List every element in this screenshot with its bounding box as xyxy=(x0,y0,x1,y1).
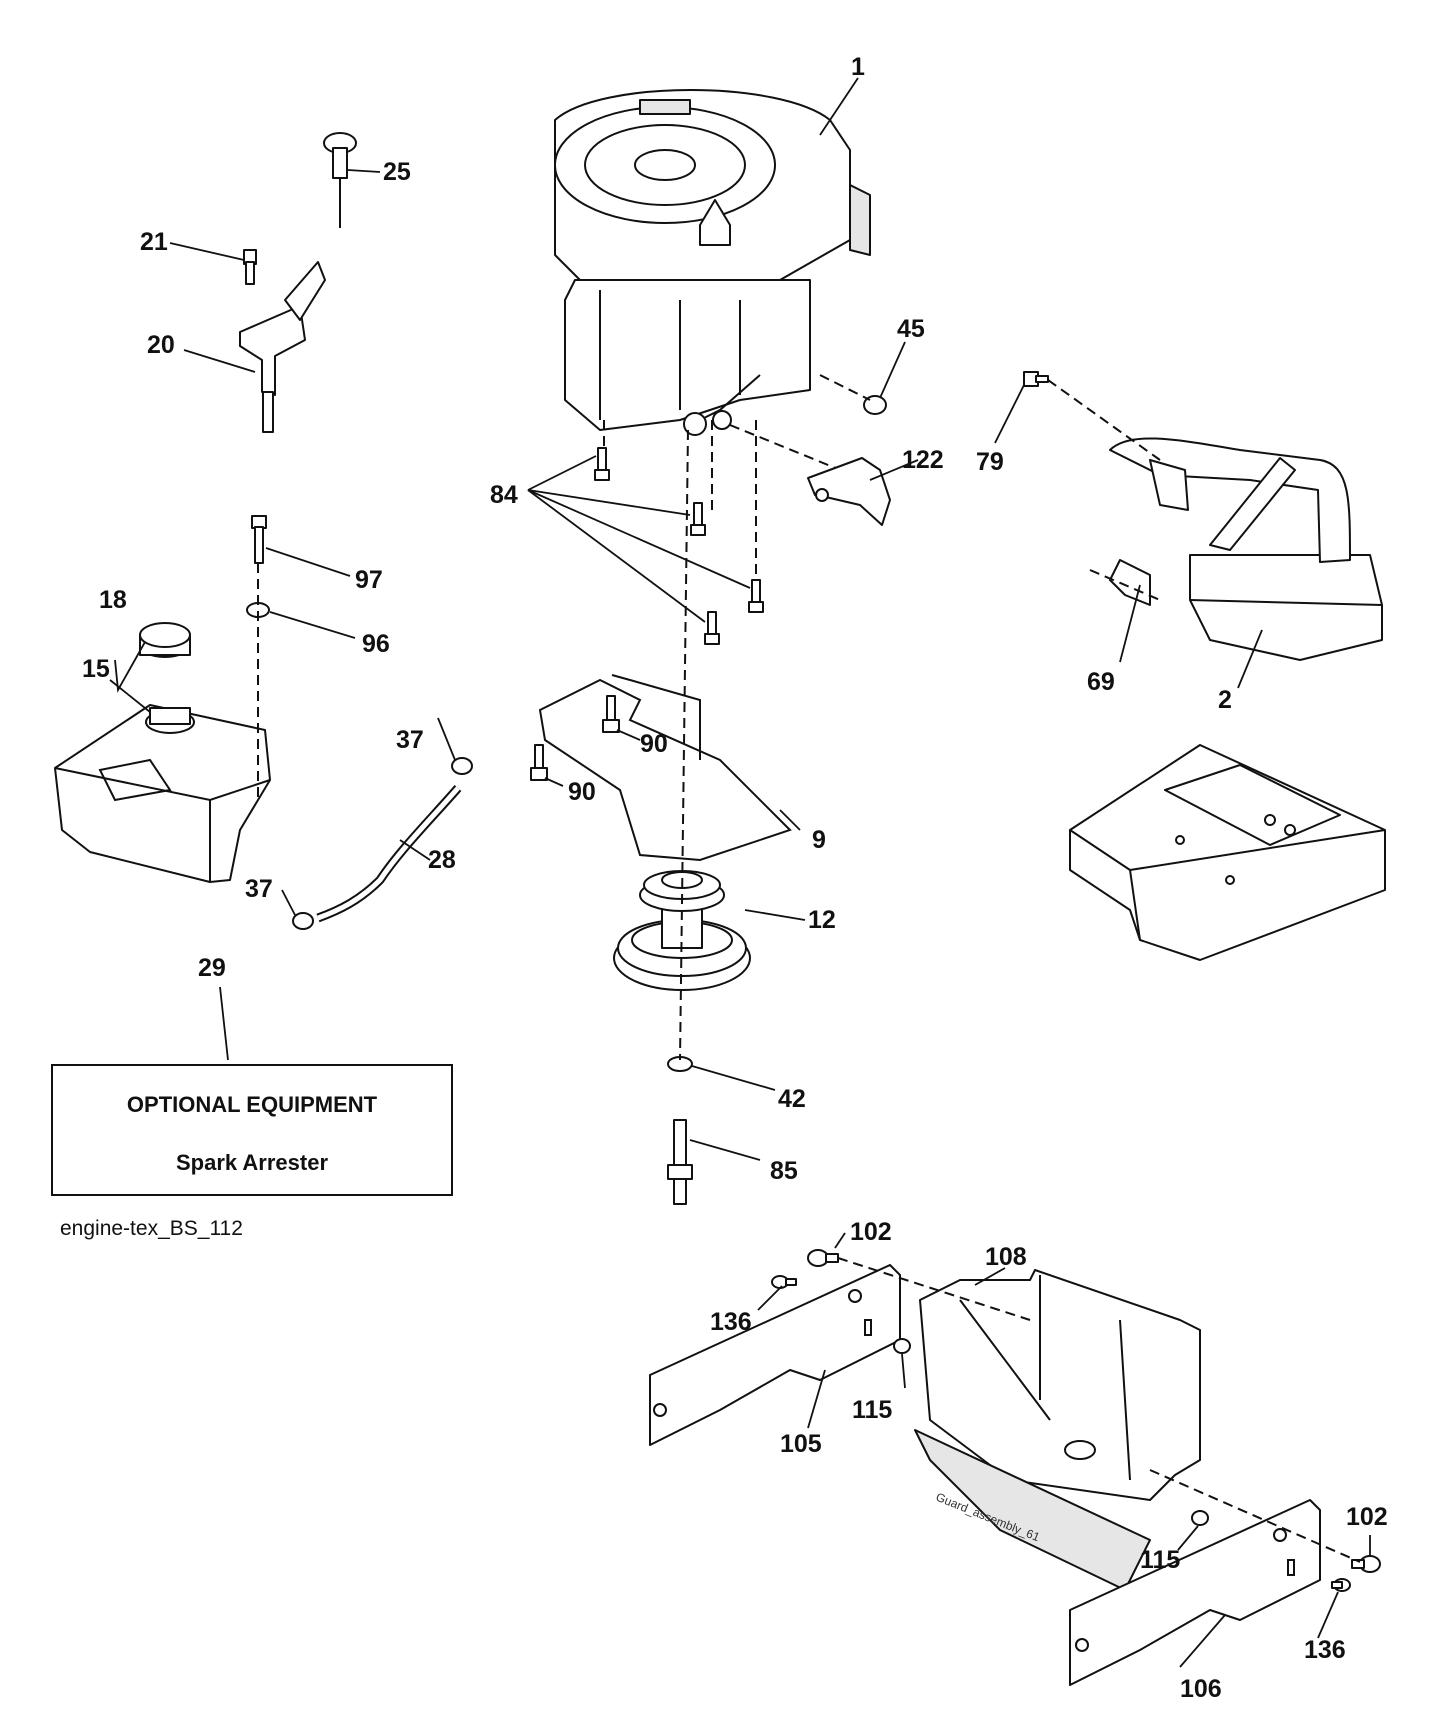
belt-guide-part xyxy=(538,678,792,862)
bolt-136b xyxy=(1331,1578,1351,1592)
callout-9: 9 xyxy=(812,826,826,854)
callout-96: 96 xyxy=(362,630,390,658)
callout-29: 29 xyxy=(198,954,226,982)
bolt-90a xyxy=(602,695,620,733)
callout-37a: 37 xyxy=(396,726,424,754)
callout-2: 2 xyxy=(1218,686,1232,714)
bolt-90b xyxy=(530,744,548,781)
callout-25: 25 xyxy=(383,158,411,186)
callout-115b: 115 xyxy=(1140,1546,1180,1574)
screw-97 xyxy=(251,515,267,564)
callout-136a: 136 xyxy=(710,1308,752,1336)
reference-code: engine-tex_BS_112 xyxy=(60,1217,243,1240)
callout-102a: 102 xyxy=(850,1218,892,1246)
clamp-37b xyxy=(292,912,314,930)
engine-part xyxy=(554,89,871,436)
callout-105: 105 xyxy=(780,1430,822,1458)
callout-79: 79 xyxy=(976,448,1004,476)
callout-18: 18 xyxy=(99,586,127,614)
callout-1: 1 xyxy=(851,53,865,81)
callout-69: 69 xyxy=(1087,668,1115,696)
callout-136b: 136 xyxy=(1304,1636,1346,1664)
callout-122: 122 xyxy=(902,446,944,474)
callout-90b: 90 xyxy=(568,778,596,806)
bolt-79 xyxy=(1023,371,1049,387)
callout-15: 15 xyxy=(82,655,110,683)
callout-97: 97 xyxy=(355,566,383,594)
callout-21: 21 xyxy=(140,228,168,256)
bolt-102b xyxy=(1351,1555,1381,1573)
callout-85: 85 xyxy=(770,1157,798,1185)
callout-102b: 102 xyxy=(1346,1503,1388,1531)
fuel-cap-18 xyxy=(139,622,191,658)
callout-108: 108 xyxy=(985,1243,1027,1271)
callout-37b: 37 xyxy=(245,875,273,903)
knob-25 xyxy=(323,132,357,228)
bolt-102a xyxy=(807,1249,839,1267)
callout-115a: 115 xyxy=(852,1396,892,1424)
frame-plate xyxy=(1069,744,1386,961)
fuel-tank-15 xyxy=(54,704,271,883)
callout-106: 106 xyxy=(1180,1675,1222,1703)
screw-21 xyxy=(243,249,257,285)
callout-20: 20 xyxy=(147,331,175,359)
washer-115a xyxy=(893,1338,911,1354)
bolt-136a xyxy=(771,1275,797,1289)
callout-45: 45 xyxy=(897,315,925,343)
control-bracket-20 xyxy=(239,261,326,433)
guard-108 xyxy=(914,1269,1201,1591)
callout-84: 84 xyxy=(490,481,518,509)
callout-28: 28 xyxy=(428,846,456,874)
callout-12: 12 xyxy=(808,906,836,934)
callout-90a: 90 xyxy=(640,730,668,758)
bolt-85 xyxy=(667,1119,693,1205)
washer-115b xyxy=(1191,1510,1209,1526)
guard-bracket-106 xyxy=(1069,1499,1321,1686)
muffler-2 xyxy=(1109,437,1383,661)
clamp-37a xyxy=(451,757,473,775)
guard-bracket-105 xyxy=(649,1264,901,1446)
optional-equipment-box: OPTIONAL EQUIPMENT Spark Arrester xyxy=(51,1064,453,1196)
optional-equipment-title: OPTIONAL EQUIPMENT xyxy=(127,1092,378,1117)
gasket-69 xyxy=(1109,559,1151,606)
leader-lines xyxy=(109,77,1371,1668)
callout-42: 42 xyxy=(778,1085,806,1113)
bolts-84 xyxy=(594,447,764,645)
optional-equipment-item: Spark Arrester xyxy=(176,1150,328,1175)
